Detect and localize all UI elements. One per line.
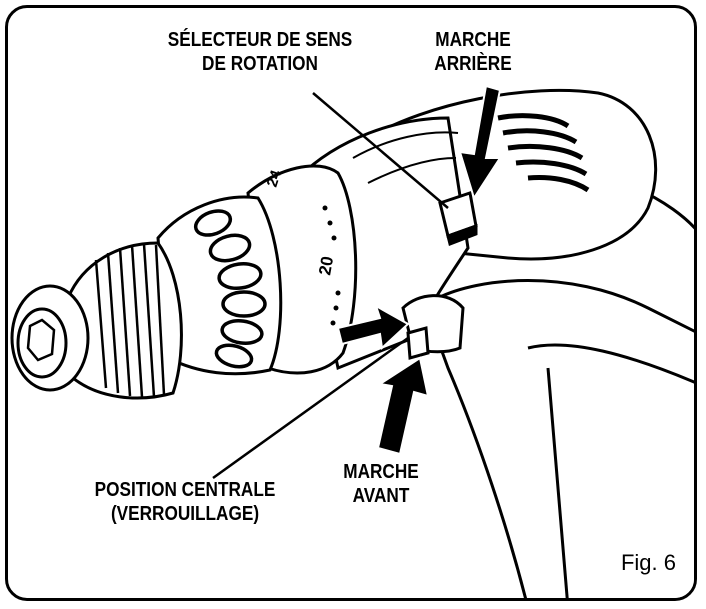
label-selector-line1: SÉLECTEUR DE SENS xyxy=(167,29,353,51)
direction-selector-bottom[interactable] xyxy=(406,326,430,360)
figure-frame: 24 20 SÉLECTEUR DE SENS DE ROTATION MARC… xyxy=(5,5,697,601)
chuck xyxy=(66,241,183,400)
dial-number-layer: 24 20 xyxy=(264,167,338,277)
label-reverse-line2: ARRIÈRE xyxy=(434,53,512,75)
vent-slots xyxy=(497,113,590,193)
clutch-dots xyxy=(322,205,341,326)
torque-ring xyxy=(156,195,283,376)
center-leader-line xyxy=(212,336,409,480)
forward-arrow xyxy=(376,356,430,456)
chuck-grip-lines xyxy=(94,243,166,398)
torque-ring-ovals xyxy=(193,209,267,369)
label-selector-line2: DE ROTATION xyxy=(202,53,318,75)
label-center: POSITION CENTRALE (VERROUILLAGE) xyxy=(86,478,284,526)
dial-number-24: 24 xyxy=(264,167,286,189)
selector-leader-line xyxy=(312,92,449,209)
dial-number-20: 20 xyxy=(315,255,337,277)
drill-illustration xyxy=(10,84,694,598)
direction-selector-top[interactable] xyxy=(438,191,478,247)
center-arrow xyxy=(336,303,410,351)
chuck-nose xyxy=(10,284,90,392)
figure-caption: Fig. 6 xyxy=(620,550,676,575)
reverse-arrow xyxy=(458,84,502,201)
label-forward-line2: AVANT xyxy=(352,485,410,507)
label-reverse: MARCHE ARRIÈRE xyxy=(421,28,524,76)
label-forward: MARCHE AVANT xyxy=(334,460,429,508)
label-reverse-line1: MARCHE xyxy=(435,29,511,51)
label-center-line2: (VERROUILLAGE) xyxy=(110,503,260,525)
label-selector: SÉLECTEUR DE SENS DE ROTATION xyxy=(157,28,363,76)
label-center-line1: POSITION CENTRALE xyxy=(94,479,276,501)
label-forward-line1: MARCHE xyxy=(343,461,419,483)
